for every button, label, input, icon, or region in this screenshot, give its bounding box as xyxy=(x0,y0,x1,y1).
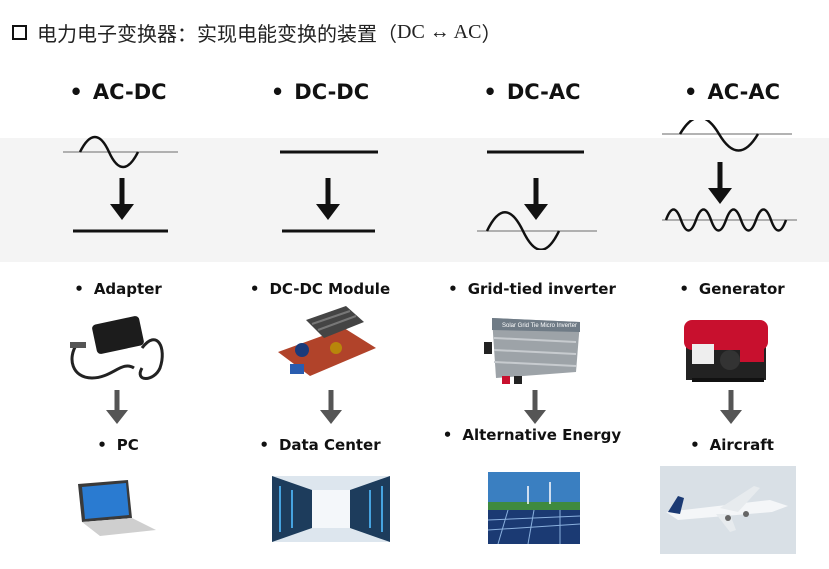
load-label-dc-ac: •Alternative Energy xyxy=(442,426,622,444)
title-text: 电力电子变换器：实现电能变换的装置（ xyxy=(37,21,397,46)
dc-ac-waveform xyxy=(477,150,597,250)
title-close: ） xyxy=(481,21,502,46)
device-label-dc-dc: •DC-DC Module xyxy=(249,280,391,298)
solar-farm-image xyxy=(488,472,580,544)
load-label-dc-dc: •Data Center xyxy=(259,436,381,454)
heading-dc-dc: •DC-DC xyxy=(270,80,370,104)
arrow-down-icon xyxy=(320,390,342,424)
adapter-image xyxy=(70,316,164,380)
load-label-ac-dc: •PC xyxy=(97,436,139,454)
arrow-down-icon xyxy=(524,390,546,424)
aircraft-image xyxy=(660,466,796,554)
slide-title: 电力电子变换器：实现电能变换的装置（ DC ↔ AC ） xyxy=(12,18,501,46)
heading-dc-ac: •DC-AC xyxy=(483,80,581,104)
device-label-dc-ac: •Grid-tied inverter xyxy=(448,280,616,298)
heading-ac-dc: •AC-DC xyxy=(69,80,167,104)
waveform-band xyxy=(0,138,829,262)
dcdc-module-image xyxy=(278,306,376,376)
grid-inverter-image: Solar Grid Tie Micro Inverter xyxy=(484,318,580,384)
dc-dc-waveform xyxy=(280,150,378,233)
arrow-down-icon xyxy=(106,390,128,424)
inverter-label: Solar Grid Tie Micro Inverter xyxy=(502,323,577,329)
laptop-image xyxy=(78,480,156,536)
arrow-down-icon xyxy=(720,390,742,424)
device-label-ac-ac: •Generator xyxy=(679,280,785,298)
ac-ac-waveform xyxy=(662,120,797,232)
heading-ac-ac: •AC-AC xyxy=(684,80,780,104)
load-label-ac-ac: •Aircraft xyxy=(690,436,774,454)
generator-image xyxy=(684,320,768,382)
ac-dc-waveform xyxy=(63,135,178,233)
title-formula: DC ↔ AC xyxy=(397,20,482,43)
data-center-image xyxy=(272,476,390,542)
square-bullet-icon xyxy=(12,24,27,40)
device-label-ac-dc: •Adapter xyxy=(74,280,162,298)
